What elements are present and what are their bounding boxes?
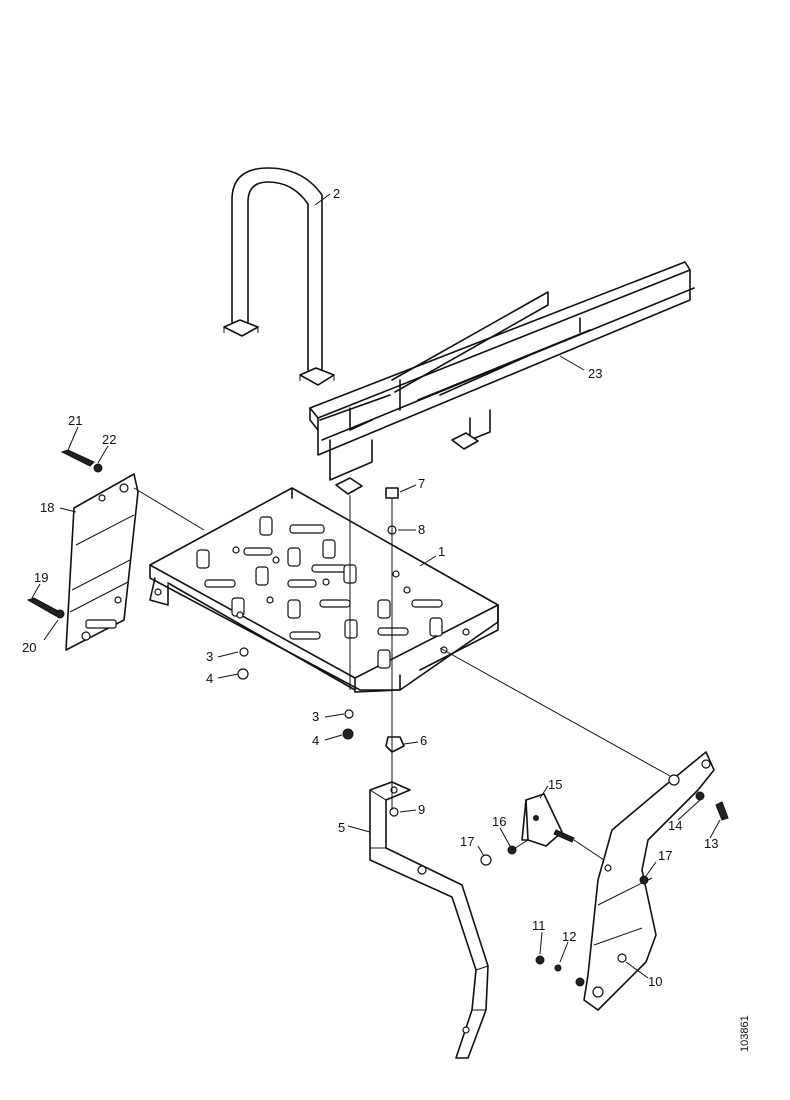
callout-23: 23 (588, 366, 602, 381)
callout-labels: 2 23 21 22 18 19 20 7 8 1 3 4 3 4 6 9 5 … (22, 186, 718, 989)
callout-14: 14 (668, 818, 682, 833)
callout-20: 20 (22, 640, 36, 655)
u-handle-part (223, 167, 335, 386)
channel-rail-part (309, 261, 695, 495)
callout-17-left: 17 (460, 834, 474, 849)
angle-bracket-part (521, 793, 575, 847)
callout-3-upper: 3 (206, 649, 213, 664)
callout-13: 13 (704, 836, 718, 851)
reference-code: 103861 (739, 1015, 751, 1052)
right-side-bracket-part (583, 751, 715, 1011)
callout-18: 18 (40, 500, 54, 515)
callout-3-lower: 3 (312, 709, 319, 724)
callout-6: 6 (420, 733, 427, 748)
callout-17-right: 17 (658, 848, 672, 863)
callout-4-upper: 4 (206, 671, 213, 686)
left-side-plate-part (65, 473, 139, 651)
callout-2: 2 (333, 186, 340, 201)
assembly-lines (31, 193, 721, 979)
callout-8: 8 (418, 522, 425, 537)
support-strut-part (369, 781, 489, 1059)
callout-21: 21 (68, 413, 82, 428)
callout-9: 9 (418, 802, 425, 817)
callout-15: 15 (548, 777, 562, 792)
callout-16: 16 (492, 814, 506, 829)
platform-tray-part (149, 487, 499, 693)
callout-7: 7 (418, 476, 425, 491)
callout-12: 12 (562, 929, 576, 944)
callout-4-lower: 4 (312, 733, 319, 748)
callout-11: 11 (532, 918, 546, 933)
callout-19: 19 (34, 570, 48, 585)
callout-5: 5 (338, 820, 345, 835)
callout-10: 10 (648, 974, 662, 989)
callout-1: 1 (438, 544, 445, 559)
callout-22: 22 (102, 432, 116, 447)
